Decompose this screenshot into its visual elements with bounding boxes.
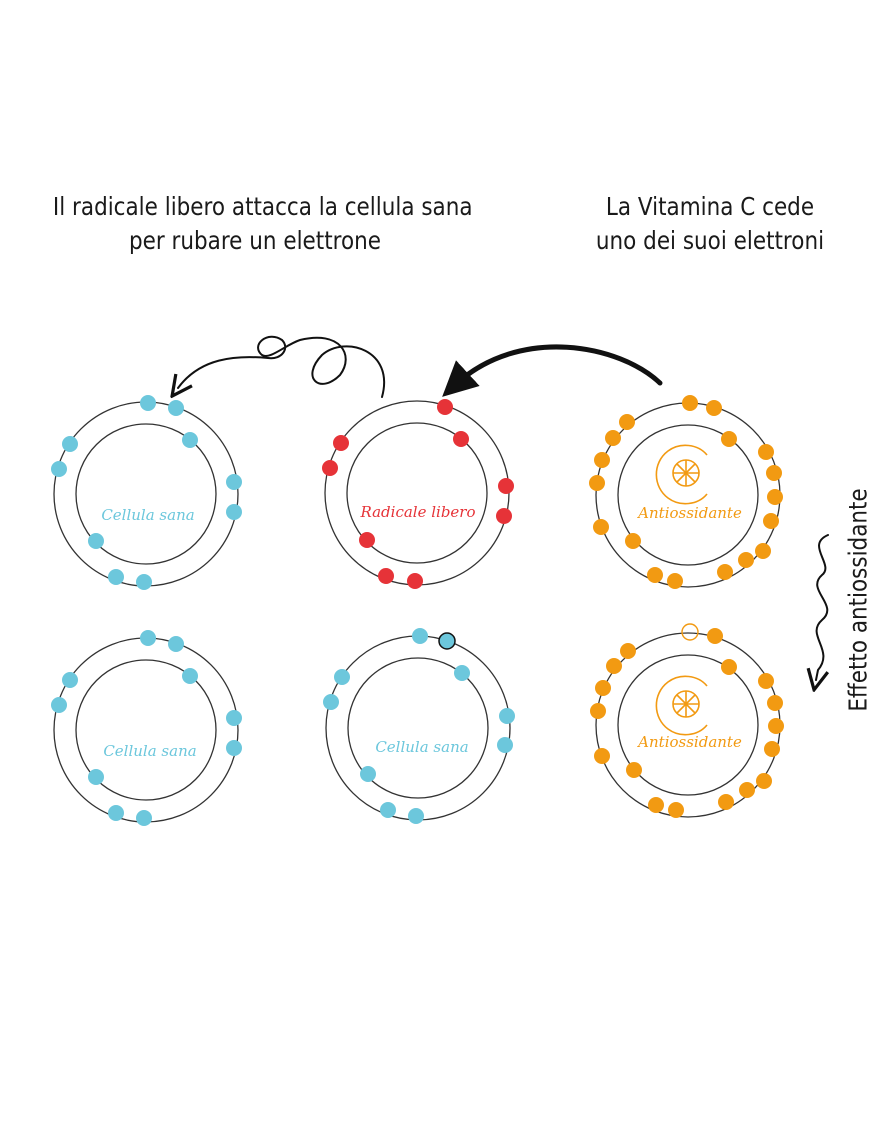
electron [497,737,513,753]
electron [108,805,124,821]
cell-free-radical: Radicale libero [322,399,514,589]
electron [412,628,428,644]
caption-line: La Vitamina C cede [605,192,815,221]
electron [594,452,610,468]
cell-healthy-top: Cellula sana [51,395,242,590]
electron [706,400,722,416]
electron [499,708,515,724]
electron [226,740,242,756]
cell-label: Radicale libero [359,503,475,521]
electron [168,636,184,652]
electron [140,630,156,646]
electron [498,478,514,494]
electron [136,574,152,590]
electron [766,465,782,481]
electron [595,680,611,696]
electron [51,461,67,477]
caption-free-radical-attack: Il radicale libero attacca la cellula sa… [52,190,473,258]
electron [168,400,184,416]
electron [768,718,784,734]
electron [322,460,338,476]
cell-label: Antiossidante [636,504,742,522]
electron [140,395,156,411]
cell-label: Cellula sana [103,742,196,760]
donated-electron [438,632,456,650]
electron [136,810,152,826]
electron [755,543,771,559]
lemon-logo-icon [655,675,708,736]
electron [226,504,242,520]
electron [756,773,772,789]
caption-line: per rubare un elettrone [128,226,382,255]
electron [62,672,78,688]
electron [359,532,375,548]
electron [407,573,423,589]
electron [606,658,622,674]
electron [721,659,737,675]
electron [88,769,104,785]
caption-line: Il radicale libero attacca la cellula sa… [52,192,473,221]
caption-vitamin-c-donates: La Vitamina C cede uno dei suoi elettron… [581,190,839,258]
electron [625,533,641,549]
effect-wavy-arrow [816,534,828,680]
electron [668,802,684,818]
electron [647,567,663,583]
caption-line: uno dei suoi elettroni [595,226,825,255]
cell-healthy-bottom-middle: Cellula sana [323,628,515,824]
electron [764,741,780,757]
electron [437,399,453,415]
electron [619,414,635,430]
electron [88,533,104,549]
electron [226,474,242,490]
electron [605,430,621,446]
cell-label: Antiossidante [636,733,742,751]
electron [360,766,376,782]
electron [767,695,783,711]
cell-label: Cellula sana [101,506,194,524]
electron [648,797,664,813]
electron [378,568,394,584]
electron [51,697,67,713]
electron [496,508,512,524]
electron [182,668,198,684]
electron [626,762,642,778]
electron [593,519,609,535]
electron [620,643,636,659]
electron [408,808,424,824]
electron [108,569,124,585]
electron [738,552,754,568]
electron [717,564,733,580]
electron [589,475,605,491]
cell-label: Cellula sana [375,738,468,756]
electron [380,802,396,818]
electron [323,694,339,710]
electron [758,444,774,460]
attack-arrow [178,335,385,397]
electron [667,573,683,589]
cell-healthy-bottom-left: Cellula sana [51,630,242,826]
electron [682,395,698,411]
electron [226,710,242,726]
cell-antioxidant-bottom: Antiossidante [590,623,784,818]
electron [182,432,198,448]
donation-arrow [442,344,663,397]
electron [758,673,774,689]
cell-antioxidant-top: Antiossidante [589,395,783,589]
electron [334,669,350,685]
electron [62,436,78,452]
electron [763,513,779,529]
electron [454,665,470,681]
electron [590,703,606,719]
electron [718,794,734,810]
electron [453,431,469,447]
electron [721,431,737,447]
electron [739,782,755,798]
missing-electron [681,623,699,641]
electron [333,435,349,451]
electron [707,628,723,644]
electron [594,748,610,764]
lemon-logo-icon [655,444,708,505]
electron [767,489,783,505]
